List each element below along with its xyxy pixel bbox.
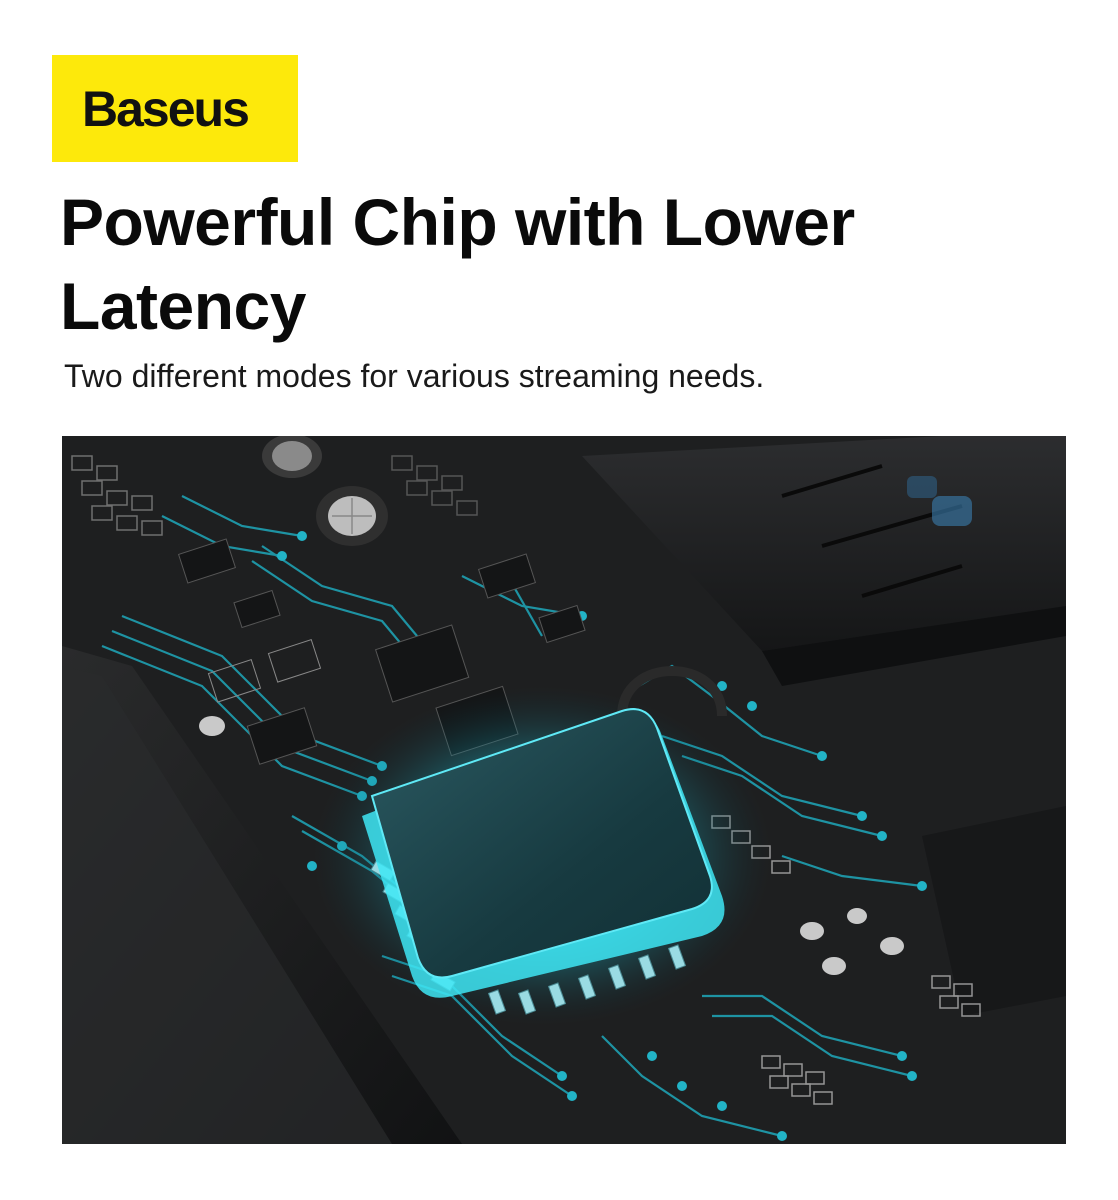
headline-line-2: Latency [60, 269, 306, 343]
hero-image-circuit-board [62, 436, 1066, 1144]
brand-logo-text: Baseus [82, 81, 250, 137]
headline-line-1: Powerful Chip with Lower [60, 185, 855, 259]
circuit-board-illustration [62, 436, 1066, 1144]
page-subheadline: Two different modes for various streamin… [64, 358, 765, 394]
page-headline: Powerful Chip with Lower Latency [60, 180, 1060, 348]
brand-logo-badge: Baseus [52, 55, 298, 162]
